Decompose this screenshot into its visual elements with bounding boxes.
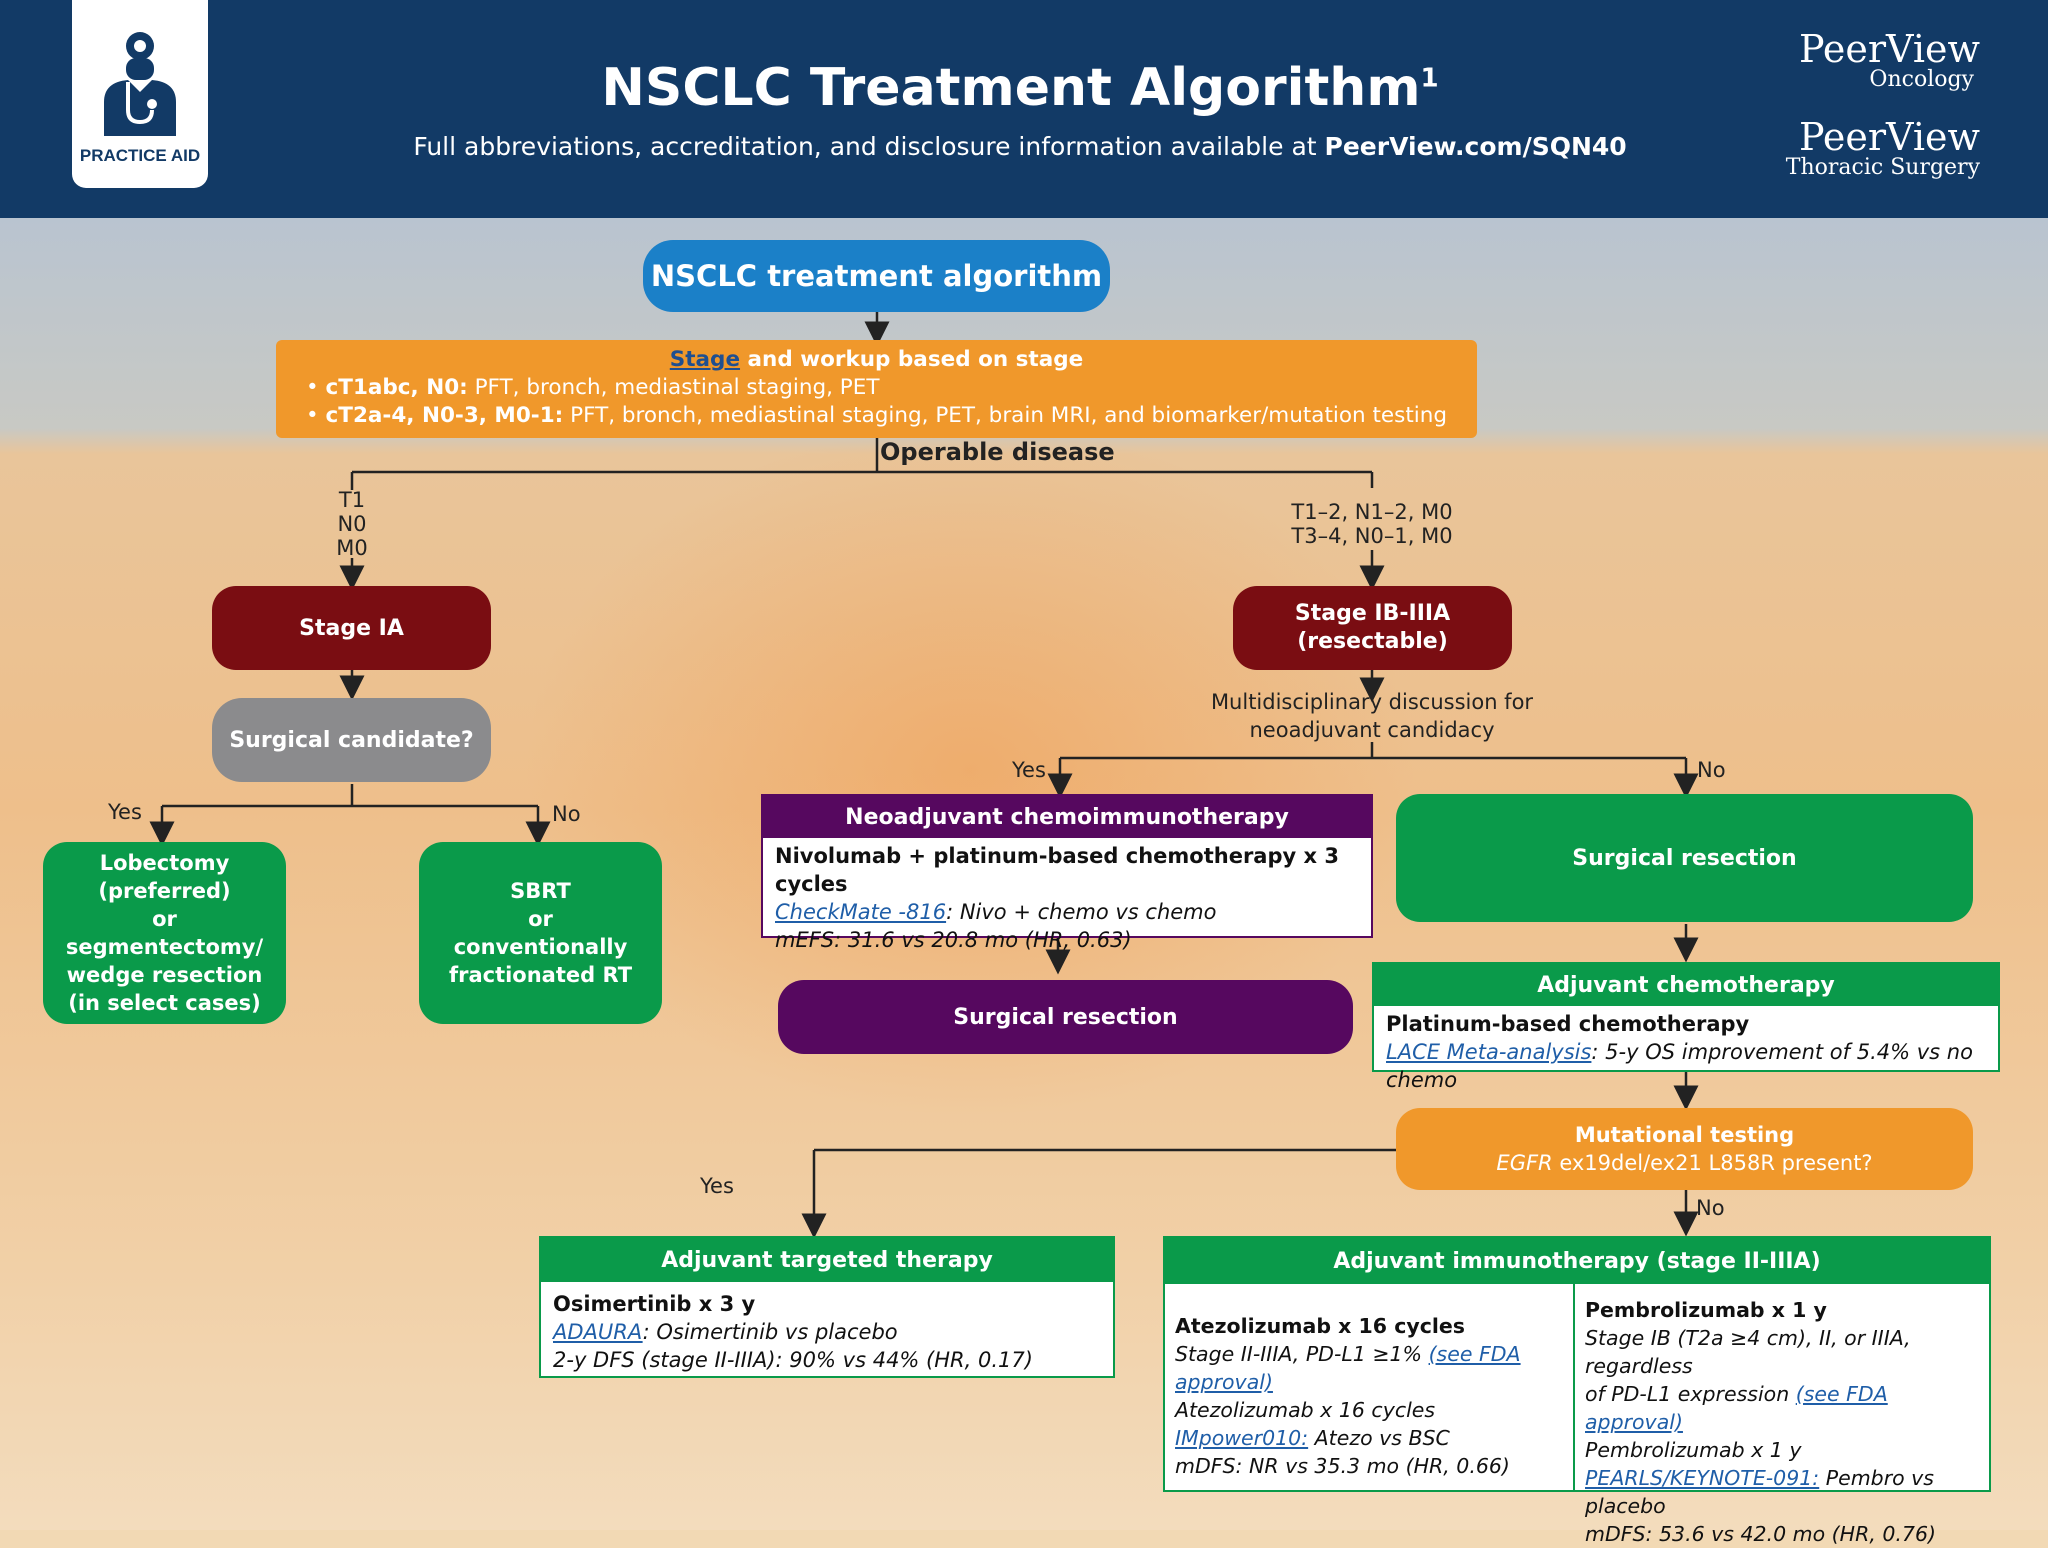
adjuvant-chemo-panel: Adjuvant chemotherapy Platinum-based che… [1372, 962, 2000, 1092]
adjuvant-targeted-body: Osimertinib x 3 y ADAURA: Osimertinib vs… [553, 1292, 1033, 1372]
workup-box: Stage and workup based on stage • cT1abc… [276, 340, 1477, 438]
left-no-label: No [552, 802, 581, 826]
practice-aid-badge: PRACTICE AID [72, 0, 208, 188]
right-no-label: No [1697, 758, 1726, 782]
workup-title: Stage and workup based on stage [669, 347, 1084, 372]
doctor-icon [104, 32, 176, 136]
left-yes-label: Yes [108, 800, 142, 824]
adaura-link[interactable]: ADAURA [553, 1320, 643, 1344]
stage-ia-node: Stage IA [212, 586, 491, 670]
adjuvant-targeted-panel: Adjuvant targeted therapy Osimertinib x … [539, 1236, 1115, 1378]
page-title: NSCLC Treatment Algorithm1 [601, 58, 1439, 118]
workup-bullet-2: • cT2a-4, N0-3, M0-1: PFT, bronch, media… [306, 403, 1448, 428]
surgical-resection-purple: Surgical resection [778, 980, 1353, 1054]
neoadjuvant-panel: Neoadjuvant chemoimmunotherapy Nivolumab… [761, 794, 1373, 952]
lace-meta-analysis-link[interactable]: LACE Meta-analysis [1386, 1040, 1592, 1064]
impower010-link[interactable]: IMpower010: [1175, 1426, 1309, 1450]
neoadjuvant-body: Nivolumab + platinum-based chemotherapy … [775, 844, 1339, 952]
badge-label: PRACTICE AID [79, 146, 201, 165]
atezolizumab-column: Atezolizumab x 16 cycles Stage II-IIIA, … [1165, 1284, 1575, 1490]
brand-oncology: PeerView Oncology [1799, 27, 1980, 92]
workup-bullet-1: • cT1abc, N0: PFT, bronch, mediastinal s… [306, 375, 880, 400]
page-subtitle: Full abbreviations, accreditation, and d… [413, 132, 1627, 161]
stage-ib-iiia-node: Stage IB-IIIA(resectable) [1233, 586, 1512, 670]
adjuvant-chemo-body: Platinum-based chemotherapy LACE Meta-an… [1386, 1012, 1973, 1092]
operable-disease-label: Operable disease [880, 438, 1115, 466]
adjuvant-immunotherapy-panel: Adjuvant immunotherapy (stage II-IIIA) A… [1163, 1236, 1991, 1546]
pembrolizumab-column: Pembrolizumab x 1 y Stage IB (T2a ≥4 cm)… [1585, 1298, 1936, 1546]
mutation-yes-label: Yes [700, 1174, 734, 1198]
mutational-testing-node: Mutational testing EGFR ex19del/ex21 L85… [1396, 1108, 1973, 1190]
pearls-keynote-091-link[interactable]: PEARLS/KEYNOTE-091: [1585, 1466, 1820, 1490]
surgical-candidate-node: Surgical candidate? [212, 698, 491, 782]
brand-thoracic-surgery: PeerView Thoracic Surgery [1785, 115, 1980, 180]
surgical-resection-green: Surgical resection [1396, 794, 1973, 922]
lobectomy-node: Lobectomy(preferred)or segmentectomy/wed… [43, 842, 286, 1024]
root-node: NSCLC treatment algorithm [643, 240, 1110, 312]
adjuvant-immunotherapy-header: Adjuvant immunotherapy (stage II-IIIA) [1165, 1238, 1989, 1284]
header-banner: PRACTICE AID NSCLC Treatment Algorithm1 … [0, 0, 2048, 218]
right-yes-label: Yes [1012, 758, 1046, 782]
adjuvant-targeted-header: Adjuvant targeted therapy [541, 1238, 1113, 1282]
title-superscript: 1 [1420, 63, 1439, 94]
checkmate-816-link[interactable]: CheckMate -816 [775, 900, 947, 924]
stage-link[interactable]: Stage [669, 347, 741, 372]
atezo-fda-approval-link[interactable]: (see FDA approval) [1175, 1342, 1521, 1394]
pembro-fda-approval-link[interactable]: (see FDA approval) [1585, 1382, 1888, 1434]
mutation-no-label: No [1696, 1196, 1725, 1220]
subtitle-link[interactable]: PeerView.com/SQN40 [1324, 132, 1627, 161]
neoadjuvant-header: Neoadjuvant chemoimmunotherapy [763, 796, 1371, 838]
adjuvant-chemo-header: Adjuvant chemotherapy [1374, 964, 1998, 1006]
